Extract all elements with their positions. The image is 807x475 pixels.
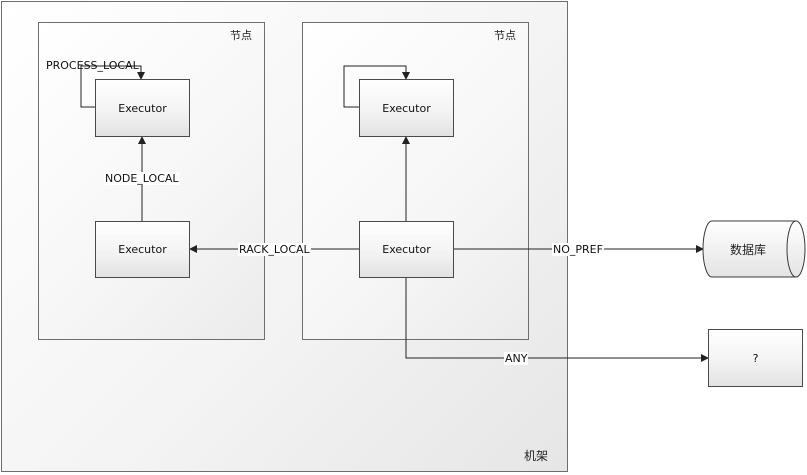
node-label-right: 节点 <box>494 29 516 42</box>
executor-node1-bottom: Executor <box>95 221 190 278</box>
edge-label-no-pref: NO_PREF <box>552 243 604 256</box>
database-label: 数据库 <box>730 243 767 257</box>
edge-label-process-local: PROCESS_LOCAL <box>46 59 139 72</box>
edge-label-node-local: NODE_LOCAL <box>104 172 180 185</box>
executor-node1-top: Executor <box>95 79 190 137</box>
edge-any <box>405 278 709 362</box>
node-box-right <box>302 22 529 340</box>
executor-node2-top: Executor <box>359 79 454 137</box>
unknown-target-box: ? <box>708 329 803 387</box>
rack-label: 机架 <box>524 449 549 463</box>
edge-self-loop-right <box>343 65 410 108</box>
node-box-left <box>38 22 265 340</box>
database-cylinder <box>702 220 806 278</box>
edge-label-any: ANY <box>504 352 529 365</box>
edge-process-local <box>80 65 145 108</box>
edge-label-rack-local: RACK_LOCAL <box>238 243 311 256</box>
node-label-left: 节点 <box>230 29 252 42</box>
executor-node2-bottom: Executor <box>359 221 454 278</box>
